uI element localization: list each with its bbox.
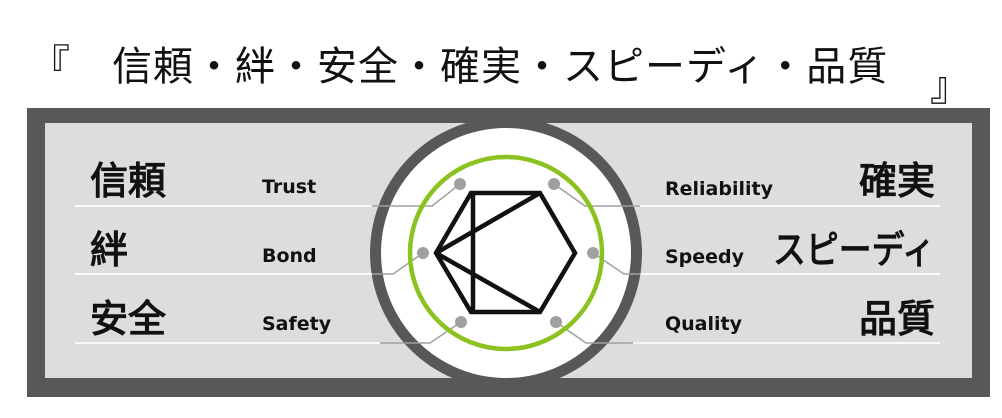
hexagon-logo-icon — [433, 190, 578, 315]
connector-reliability — [553, 183, 640, 207]
connector-extensions — [75, 205, 940, 344]
close-bracket: 』 — [930, 64, 970, 110]
dot-icon — [548, 178, 560, 190]
connector-dots — [417, 178, 599, 328]
label-en-safety: Safety — [262, 313, 332, 335]
label-en-quality: Quality — [665, 313, 743, 335]
label-jp-reliability: 確実 — [859, 158, 935, 203]
connector-bond — [372, 252, 424, 275]
dot-icon — [550, 316, 562, 328]
label-jp-bond: 絆 — [90, 227, 128, 272]
label-jp-safety: 安全 — [90, 296, 167, 341]
label-en-bond: Bond — [262, 245, 317, 267]
connector-trust — [370, 183, 461, 207]
open-bracket: 『 — [30, 42, 70, 88]
page-title: 信頼・絆・安全・確実・スピーディ・品質 — [112, 44, 889, 90]
label-en-speedy: Speedy — [665, 246, 745, 268]
dot-icon — [454, 178, 466, 190]
dot-icon — [417, 247, 429, 259]
dot-icon — [455, 316, 467, 328]
label-jp-trust: 信頼 — [90, 158, 167, 203]
header: 『 信頼・絆・安全・確実・スピーディ・品質 』 — [0, 18, 1002, 110]
green-ring — [407, 154, 605, 352]
label-jp-quality: 品質 — [859, 296, 935, 341]
label-en-reliability: Reliability — [665, 178, 774, 200]
label-jp-speedy: スピーディ — [773, 227, 935, 272]
dot-icon — [587, 247, 599, 259]
label-en-trust: Trust — [262, 176, 316, 198]
emblem-face — [381, 128, 631, 378]
